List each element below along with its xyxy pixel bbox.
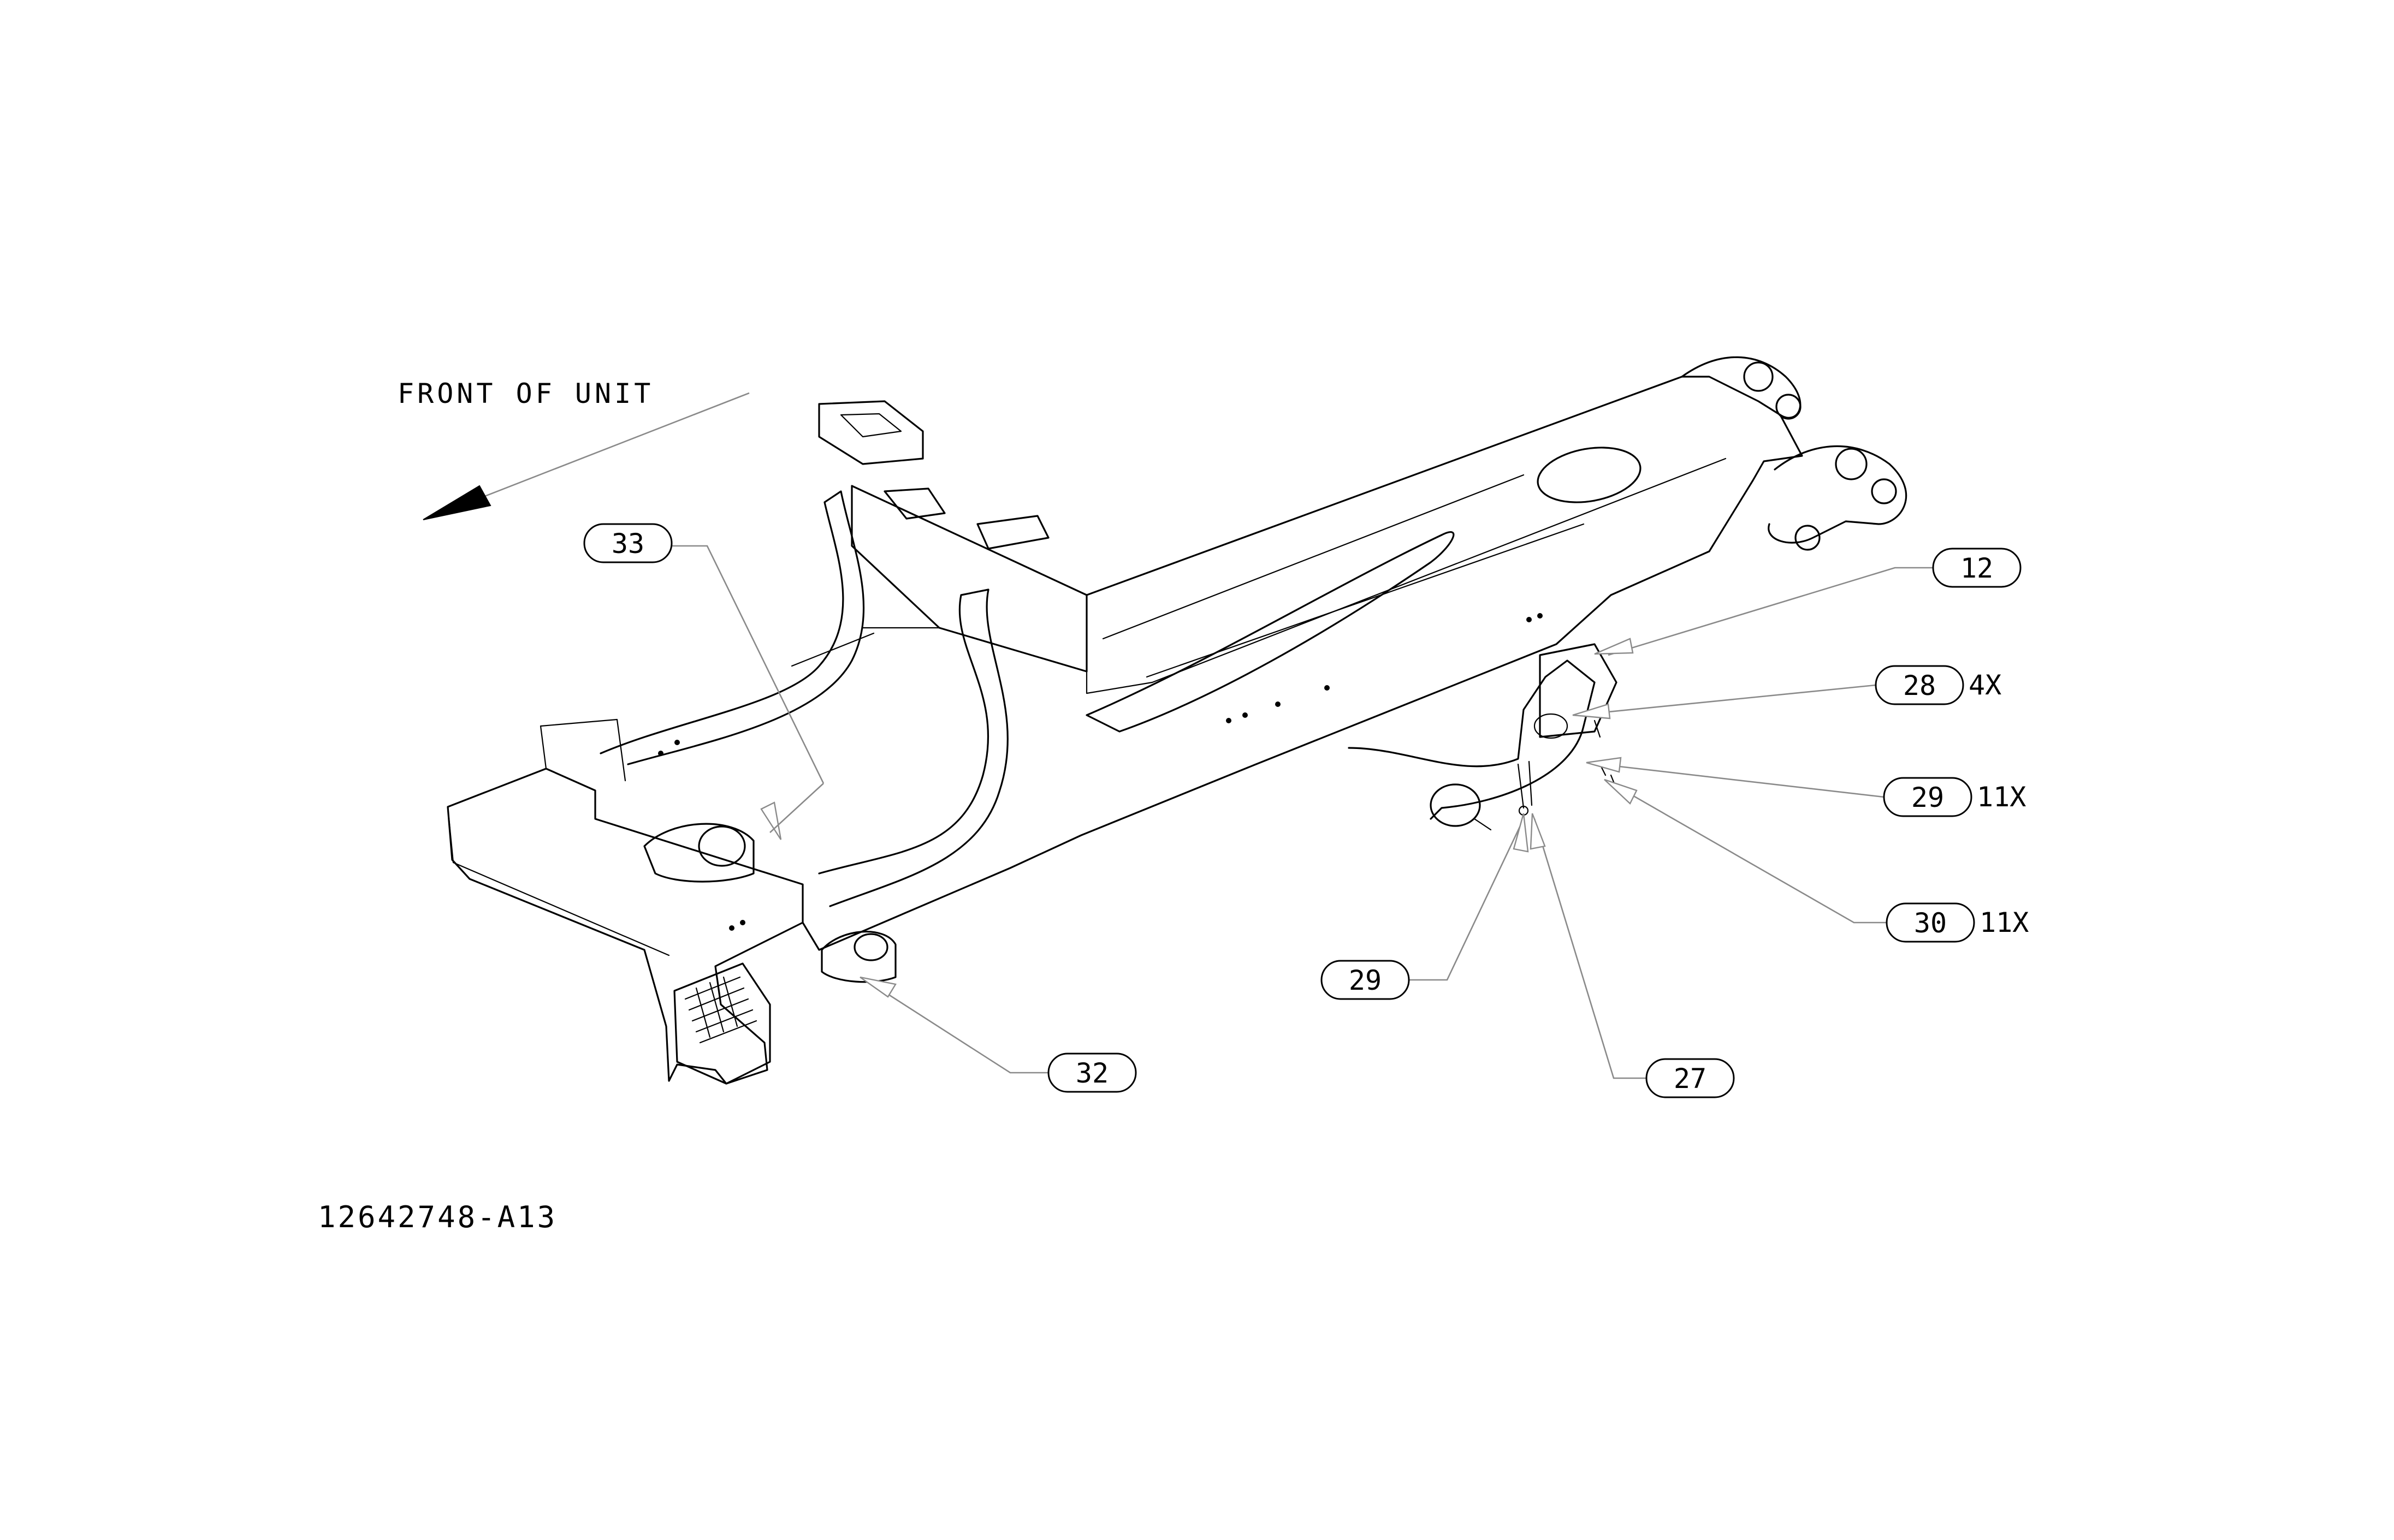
front-direction-arrow xyxy=(423,392,750,520)
callout-29-left[interactable]: 29 xyxy=(1320,960,1410,1000)
callout-quantity: 11X xyxy=(1980,907,2029,938)
leader-lines xyxy=(671,545,1933,1079)
drawing-number: 12642748-A13 xyxy=(318,1200,557,1234)
callout-balloon xyxy=(1932,548,2022,588)
callout-12[interactable]: 12 xyxy=(1932,548,2022,588)
main-frame-drawing xyxy=(447,356,1907,1085)
callout-balloon xyxy=(583,523,673,563)
callout-28[interactable]: 28 4X xyxy=(1875,665,2001,705)
callout-number: 28 xyxy=(1903,670,1936,701)
rail-holes xyxy=(658,613,1543,931)
callout-number: 12 xyxy=(1960,552,1993,584)
callout-quantity: 4X xyxy=(1969,669,2001,701)
callout-number: 32 xyxy=(1076,1057,1109,1089)
callout-30[interactable]: 30 11X xyxy=(1886,902,2029,943)
callout-balloon xyxy=(1883,777,1972,817)
callout-27[interactable]: 27 xyxy=(1645,1058,1735,1098)
callout-32[interactable]: 32 xyxy=(1047,1053,1137,1093)
front-of-unit-label: FRONT OF UNIT xyxy=(398,378,654,409)
callout-number: 27 xyxy=(1674,1063,1706,1095)
callout-quantity: 11X xyxy=(1977,781,2026,813)
callout-number: 33 xyxy=(612,528,644,560)
callout-number: 30 xyxy=(1914,907,1947,939)
callout-balloon xyxy=(1047,1053,1137,1093)
callout-balloon xyxy=(1886,902,1975,943)
callout-balloon xyxy=(1645,1058,1735,1098)
callout-balloon xyxy=(1875,665,1964,705)
callout-balloon xyxy=(1320,960,1410,1000)
callout-33[interactable]: 33 xyxy=(583,523,673,563)
callout-number: 29 xyxy=(1911,782,1944,813)
callout-29-right[interactable]: 29 11X xyxy=(1883,777,2026,817)
callout-number: 29 xyxy=(1349,965,1382,996)
